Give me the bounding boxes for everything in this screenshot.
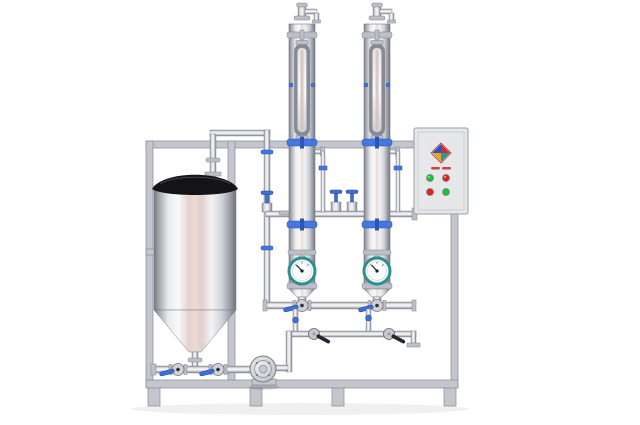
drain-cap (406, 342, 421, 348)
control-panel (413, 127, 469, 215)
frame-foot (331, 387, 345, 407)
pump-shadow (249, 384, 279, 390)
bottom-rail (145, 379, 459, 389)
logo-segment (432, 153, 441, 162)
light-highlight (444, 176, 446, 178)
frame-foot (443, 387, 457, 407)
panel-enclosure (413, 127, 469, 215)
pump-riser-pipe (285, 330, 293, 373)
pump-bolt (267, 373, 271, 377)
indicator-light-2 (442, 174, 450, 182)
logo-segment (432, 144, 441, 153)
pressure-gauge-2 (362, 256, 392, 286)
pump-ring (254, 360, 272, 378)
brand-text-mark (442, 167, 451, 170)
brand-text-mark (431, 167, 440, 170)
tank-lid (152, 174, 238, 195)
clamp (205, 157, 221, 163)
indicator-light-1 (426, 174, 434, 182)
blue-clamp (260, 149, 274, 155)
pump-cap (258, 364, 268, 374)
panel-logo (430, 142, 452, 164)
lid-highlight (159, 176, 231, 185)
frame-foot (249, 387, 263, 407)
logo-segment (441, 144, 450, 153)
drain-line (287, 330, 417, 338)
manifold-end-cap (262, 299, 268, 312)
drain-elbow (410, 330, 417, 345)
tank-cone (153, 309, 237, 353)
pump-bolt (255, 361, 259, 365)
lid-flange (204, 171, 222, 177)
ball-valve-knob (292, 316, 299, 324)
circulation-pump (249, 355, 279, 390)
pump-bolt (255, 373, 259, 377)
overhead-pipe (209, 129, 271, 137)
suction-end-cap (150, 363, 157, 376)
logo-segment (441, 153, 450, 162)
logo-outline (430, 142, 452, 164)
floor-shadow (132, 403, 468, 415)
feed-tank (152, 174, 238, 369)
pump-bolt (267, 361, 271, 365)
blue-clamp (260, 245, 274, 251)
light-highlight (428, 176, 430, 178)
clamp (187, 357, 203, 363)
lower-piping (150, 299, 421, 377)
indicator-light-4 (442, 188, 450, 196)
pressure-gauge-1 (287, 256, 317, 286)
manifold-end-cap (411, 299, 417, 312)
indicator-light-3 (426, 188, 434, 196)
panel-door (417, 131, 465, 211)
ball-valve-knob (365, 314, 372, 322)
frame-foot (147, 387, 161, 407)
frame-post-left (145, 140, 154, 388)
tank-body (153, 185, 237, 311)
feed-riser-pipe (263, 129, 271, 307)
